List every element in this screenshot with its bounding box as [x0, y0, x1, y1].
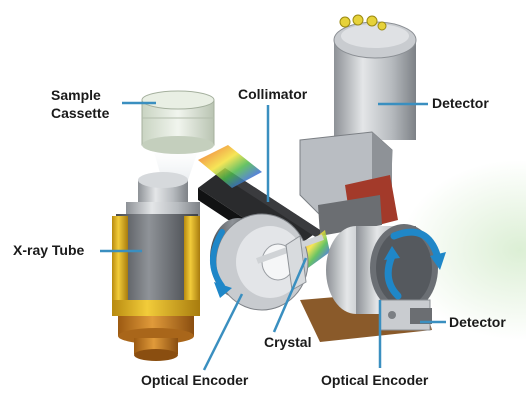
top-detector	[299, 14, 417, 236]
label-collimator: Collimator	[238, 86, 308, 102]
left-rotation-arrowhead-icon	[214, 282, 232, 298]
right-rotation-arrow-top-icon	[390, 228, 442, 262]
label-detector-bottom: Detector	[449, 314, 506, 330]
right-rotation-arrowhead-top-icon	[430, 252, 446, 270]
incident-spectrum-beam	[198, 145, 262, 188]
label-xray-tube: X-ray Tube	[13, 242, 85, 258]
left-rotation-arrow-icon	[210, 229, 225, 289]
right-encoder-assembly	[300, 224, 438, 342]
xray-tube	[112, 172, 200, 361]
label-crystal: Crystal	[264, 334, 312, 350]
label-detector-top: Detector	[432, 95, 489, 111]
right-rotation-arrow-bottom-icon	[384, 252, 402, 300]
crystal	[285, 235, 307, 291]
leader-optical-encoder-left	[202, 293, 244, 371]
background-glow	[400, 160, 526, 340]
leader-crystal	[272, 257, 308, 333]
label-optical-encoder-right: Optical Encoder	[321, 372, 429, 388]
label-optical-encoder-left: Optical Encoder	[141, 372, 249, 388]
label-sample-cassette-line1: Sample	[51, 87, 101, 103]
leader-lines	[100, 101, 446, 371]
sample-cassette	[141, 90, 215, 180]
label-sample-cassette-line2: Cassette	[51, 105, 110, 121]
right-rotation-arrowhead-bottom-icon	[384, 246, 400, 260]
left-encoder-assembly	[210, 213, 324, 311]
